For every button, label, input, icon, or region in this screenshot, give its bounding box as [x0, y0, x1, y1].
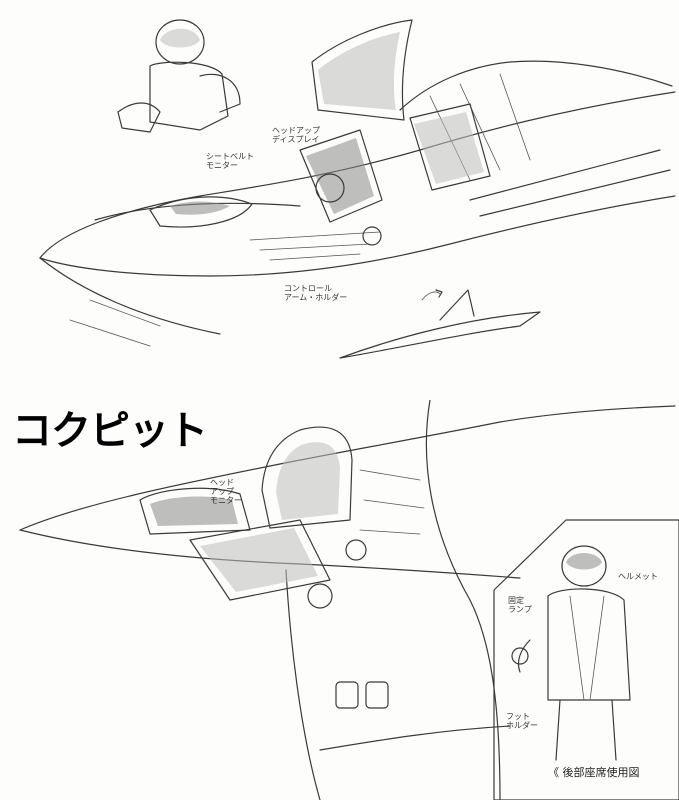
note-pilot-c: フット ホルダー: [506, 712, 538, 730]
note-pilot-b: 固定 ランプ: [508, 596, 532, 614]
note-pilot-a: ヘルメット: [618, 572, 658, 581]
cockpit-side-bottom-sketch: [19, 400, 679, 800]
note-top-a: シートベルト モニター: [206, 152, 254, 170]
note-mid-a: ヘッド アップ モニター: [210, 478, 242, 505]
caption: 《 後部座席使用図: [548, 766, 640, 779]
note-top-b: ヘッドアップ ディスプレイ: [272, 126, 320, 144]
note-top-c: コントロール アーム・ホルダー: [284, 284, 348, 302]
page-title: コクピット: [12, 408, 208, 454]
cockpit-cutaway-top-sketch: [39, 19, 676, 359]
